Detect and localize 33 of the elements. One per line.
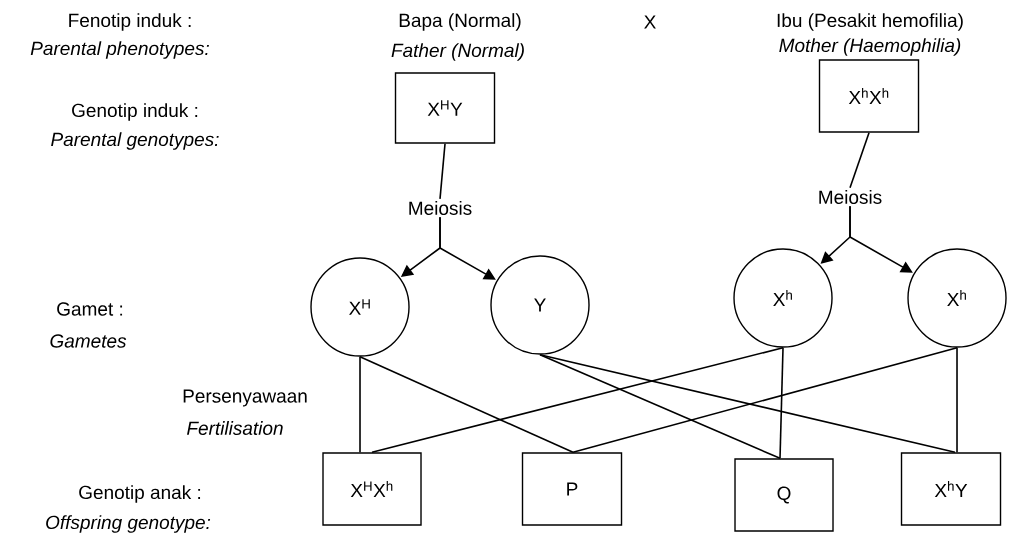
connector-line — [539, 353, 781, 460]
arrow — [439, 216, 496, 280]
row-label: Gamet : — [57, 302, 123, 316]
process-label: Meiosis — [815, 188, 885, 206]
phenotype-text: Ibu (Pesakit hemofilia) — [777, 13, 963, 31]
row-label: Fertilisation — [187, 421, 283, 435]
genotype-box: Q — [734, 458, 834, 532]
row-label: Genotip induk : — [72, 103, 198, 121]
row-label: Gametes — [50, 334, 127, 348]
connector-line — [359, 355, 361, 454]
genotype-box: P — [521, 452, 623, 526]
arrow — [849, 205, 913, 273]
connector-line — [359, 355, 574, 454]
connector-line — [849, 131, 870, 189]
row-label: Persenyawaan — [183, 389, 307, 407]
phenotype-text: Father (Normal) — [391, 43, 524, 61]
genotype-box: X$^{H}$Y — [394, 72, 496, 144]
phenotype-text: Bapa (Normal) — [399, 13, 521, 31]
genotype-box: X$^{H}$X$^{h}$ — [322, 452, 422, 526]
row-label: Parental genotypes: — [51, 132, 219, 150]
genotype-box: X$^{h}$X$^{h}$ — [818, 59, 920, 133]
row-label: X — [644, 15, 656, 29]
row-label: Offspring genotype: — [46, 515, 211, 533]
connector-line — [371, 346, 784, 454]
genotype-box: X$^{h}$Y — [900, 452, 1002, 526]
connector-line — [956, 346, 958, 454]
connector-line — [779, 346, 784, 460]
phenotype-text: Mother (Haemophilia) — [779, 38, 961, 56]
row-label: Fenotip induk : — [69, 13, 191, 31]
process-label: Meiosis — [405, 199, 475, 217]
row-label: Parental phenotypes: — [30, 41, 209, 59]
connector-line — [439, 142, 446, 200]
row-label: Genotip anak : — [79, 485, 201, 503]
